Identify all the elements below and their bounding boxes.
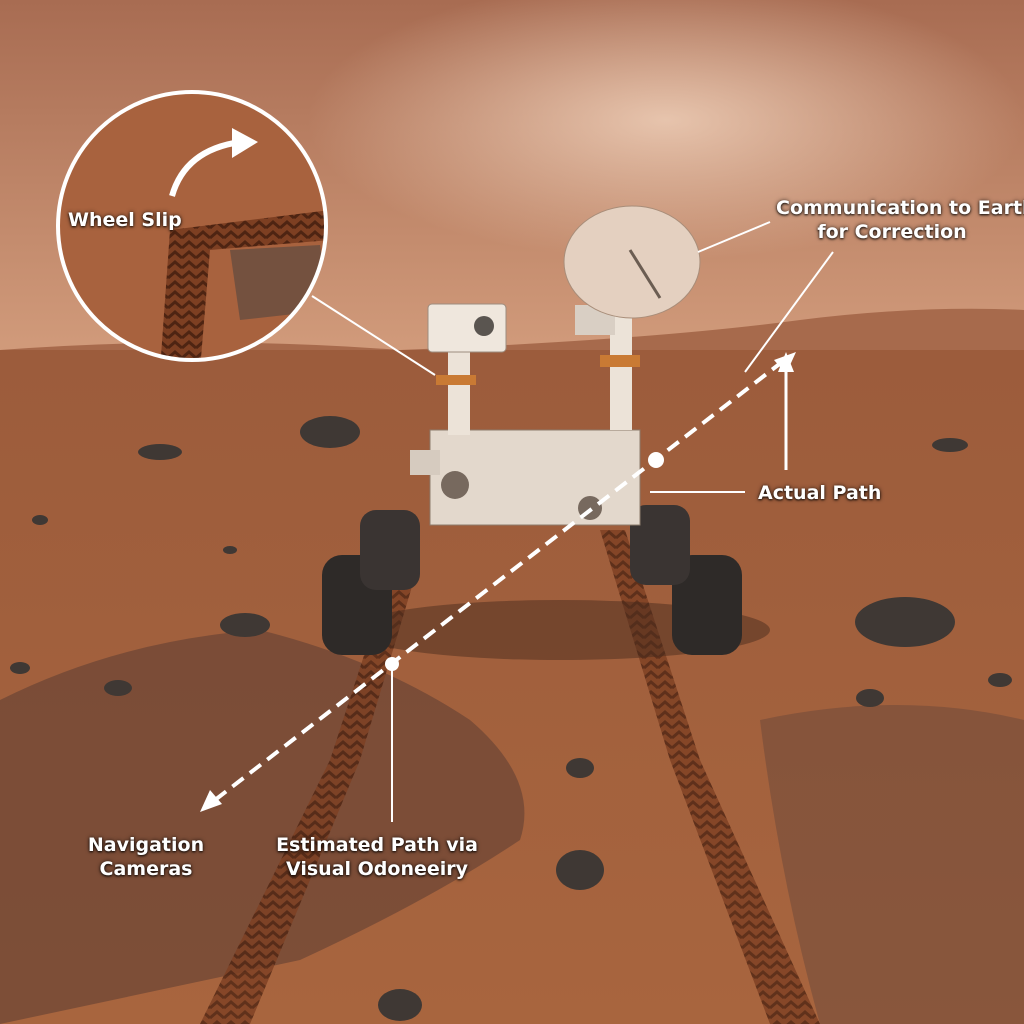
label-estimated-line1: Estimated Path via <box>276 834 478 856</box>
label-estimated-path: Estimated Path via Visual Odoneeiry <box>272 833 482 881</box>
label-communication: Communication to Earth for Correction <box>776 196 1024 244</box>
label-actual-path: Actual Path <box>758 482 882 504</box>
label-communication-line1: Communication to Earth <box>776 197 1024 219</box>
path-point-actual <box>648 452 664 468</box>
wheel-slip-inset <box>56 90 328 362</box>
label-estimated-line2: Visual Odoneeiry <box>285 858 469 880</box>
bedrock-right <box>760 705 1024 1024</box>
estimated-path-dashed-line <box>213 360 784 802</box>
rover <box>322 205 770 660</box>
estimated-path-arrowhead-start <box>200 790 222 812</box>
label-wheel-slip: Wheel Slip <box>68 209 182 231</box>
slip-arrow <box>169 139 241 197</box>
wheel-track-left <box>200 560 420 1024</box>
estimated-path-arrowhead-end <box>774 352 796 374</box>
rocks <box>10 416 1012 1021</box>
label-nav-line1: Navigation <box>87 834 205 856</box>
bedrock-left <box>0 630 525 1024</box>
path-point-estimated <box>385 657 399 671</box>
annotation-lines <box>311 221 834 822</box>
label-communication-line2: for Correction <box>817 221 967 243</box>
label-nav-line2: Cameras <box>99 858 193 880</box>
label-navigation-cameras: Navigation Cameras <box>80 833 212 881</box>
